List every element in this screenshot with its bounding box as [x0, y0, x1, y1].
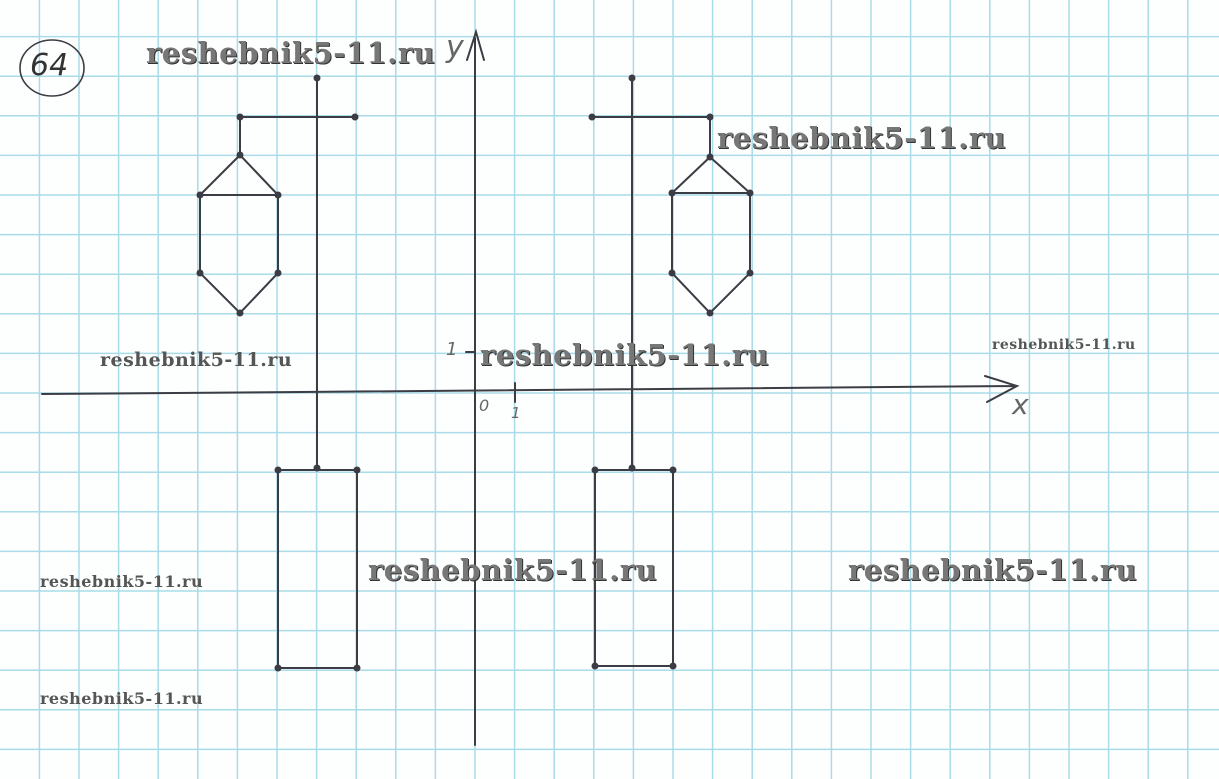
watermark: reshebnik5-11.ru: [146, 36, 436, 70]
x-unit-label: 1: [511, 404, 521, 422]
watermark: reshebnik5-11.ru: [40, 689, 204, 708]
watermark: reshebnik5-11.ru: [40, 572, 204, 591]
watermark: reshebnik5-11.ru: [100, 349, 293, 371]
vertex-dot: [591, 466, 599, 474]
problem-number-circle: [19, 39, 85, 97]
watermark: reshebnik5-11.ru: [992, 337, 1136, 353]
y-unit-label: 1: [446, 339, 458, 360]
watermark: reshebnik5-11.ru: [848, 553, 1138, 587]
vertex-dot: [591, 662, 599, 670]
vertex-dot: [628, 74, 636, 82]
watermark: reshebnik5-11.ru: [717, 121, 1007, 155]
watermark: reshebnik5-11.ru: [368, 553, 658, 587]
vertex-dot: [706, 113, 714, 121]
vertex-dot: [628, 464, 636, 472]
left-figure: [197, 77, 358, 669]
vertex-dot: [351, 113, 359, 121]
vertex-dot: [236, 113, 244, 121]
vertex-dot: [236, 309, 244, 317]
vertex-dots: [196, 74, 754, 672]
x-axis: [41, 375, 1020, 403]
vertex-dot: [313, 74, 321, 82]
y-axis: [466, 28, 485, 746]
vertex-dot: [706, 309, 714, 317]
vertex-dot: [668, 269, 676, 277]
vertex-dot: [746, 189, 754, 197]
y-axis-label: y: [446, 30, 464, 65]
x-axis-label: x: [1012, 388, 1029, 421]
vertex-dot: [274, 466, 282, 474]
vertex-dot: [274, 269, 282, 277]
vertex-dot: [313, 464, 321, 472]
vertex-dot: [706, 153, 714, 161]
vertex-dot: [196, 269, 204, 277]
left-rectangle: [277, 469, 358, 669]
vertex-dot: [746, 269, 754, 277]
vertex-dot: [669, 662, 677, 670]
vertex-dot: [588, 113, 596, 121]
vertex-dot: [669, 466, 677, 474]
vertex-dot: [196, 191, 204, 199]
vertex-dot: [353, 664, 361, 672]
vertex-dot: [274, 664, 282, 672]
vertex-dot: [236, 151, 244, 159]
vertex-dot: [274, 191, 282, 199]
vertex-dot: [353, 466, 361, 474]
vertex-dot: [668, 189, 676, 197]
watermark: reshebnik5-11.ru: [480, 338, 770, 372]
problem-number: 64: [30, 48, 69, 83]
origin-label: 0: [479, 396, 490, 415]
